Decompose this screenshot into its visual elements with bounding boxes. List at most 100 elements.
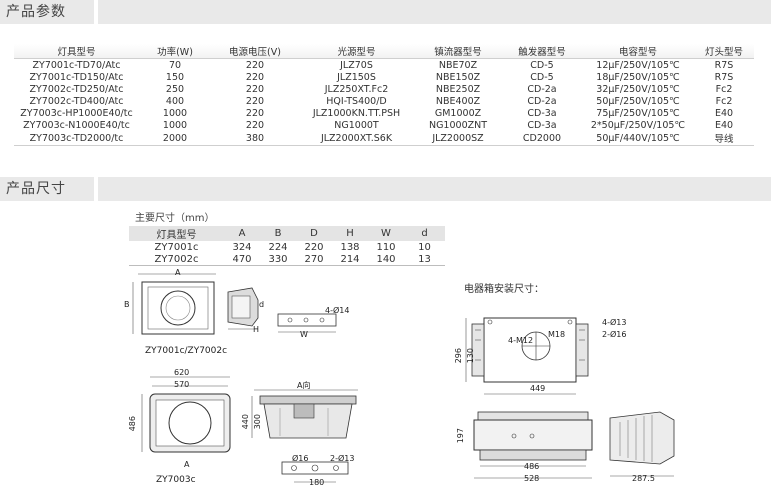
dims-col-header: 灯具型号 <box>129 226 224 241</box>
table-cell: CD2000 <box>502 131 582 146</box>
params-col-header: 光源型号 <box>299 44 414 59</box>
params-header-row: 灯具型号功率(W)电源电压(V)光源型号镇流器型号触发器型号电容型号灯头型号 <box>14 44 754 59</box>
table-cell: 32μF/250V/105℃ <box>596 83 680 95</box>
table-cell: 50μF/440V/105℃ <box>582 131 694 146</box>
table-cell: 导线 <box>694 131 754 146</box>
params-col-header: 电容型号 <box>582 44 694 59</box>
table-cell: CD-3a <box>527 119 557 131</box>
table-cell: 250 <box>165 83 185 95</box>
dim-label-d: d <box>259 300 265 309</box>
dim-label-b-side: B <box>124 300 130 309</box>
section-title-dims: 产品尺寸 <box>0 177 94 201</box>
table-cell: 220 <box>245 59 265 71</box>
params-col-header: 电源电压(V) <box>211 44 299 59</box>
section-bar-fill <box>98 0 771 24</box>
table-cell: JLZ2000SZ <box>414 131 502 146</box>
dims-title: 主要尺寸（mm） <box>135 213 215 224</box>
table-cell: 400 <box>165 95 185 107</box>
drawing-7001-front <box>132 273 216 335</box>
params-col-header: 功率(W) <box>139 44 211 59</box>
table-cell: CD-2a <box>527 95 557 107</box>
table-cell: E40 <box>714 107 734 119</box>
table-cell: 220 <box>245 83 265 95</box>
dims-col-header: d <box>404 226 445 241</box>
params-col-header: 灯头型号 <box>694 44 754 59</box>
table-cell: 13 <box>404 253 445 266</box>
table-cell: 1000 <box>162 107 188 119</box>
dim-label-570: 570 <box>174 380 190 389</box>
bolt-label-m18: M18 <box>548 330 566 339</box>
dim-label-w: W <box>300 330 308 339</box>
table-cell: Fc2 <box>715 83 733 95</box>
bolt-label-m12: 4-M12 <box>508 336 534 345</box>
box-install-title: 电器箱安装尺寸： <box>464 284 544 295</box>
drawing-7001-side <box>227 287 259 330</box>
table-cell: Fc2 <box>715 95 733 107</box>
params-col-header: 镇流器型号 <box>414 44 502 59</box>
table-cell: ZY7001c <box>154 241 199 253</box>
table-cell: GM1000Z <box>434 107 482 119</box>
dim-label-528: 528 <box>524 474 540 483</box>
table-cell: 270 <box>296 253 332 266</box>
table-cell: 220 <box>245 95 265 107</box>
hole-label-16b: Ø16 <box>292 454 309 463</box>
table-cell: ZY7001c-TD150/Atc <box>29 71 124 83</box>
table-cell: HQI-TS400/D <box>326 95 387 107</box>
dim-label-a-top: A <box>175 268 181 277</box>
drawing-7003-bracket <box>281 461 349 483</box>
table-cell: 138 <box>340 241 360 253</box>
table-cell: 110 <box>376 241 396 253</box>
table-cell: CD-5 <box>530 59 554 71</box>
table-cell: 50μF/250V/105℃ <box>596 95 680 107</box>
table-cell: 214 <box>332 253 368 266</box>
table-cell: NG1000ZNT <box>428 119 488 131</box>
dims-col-header: B <box>260 226 296 241</box>
dims-col-header: A <box>224 226 260 241</box>
table-cell: E40 <box>714 119 734 131</box>
dim-label-440: 440 <box>241 414 250 430</box>
dims-col-header: H <box>332 226 368 241</box>
dim-label-486: 486 <box>128 416 137 432</box>
dim-label-h: H <box>253 325 260 334</box>
table-cell: 220 <box>245 119 265 131</box>
table-cell: ZY7001c-TD70/Atc <box>32 59 121 71</box>
section-header-dims: 产品尺寸 <box>0 177 771 201</box>
drawing-7001-bracket <box>277 313 337 333</box>
dim-label-a-view-arrow: A <box>184 460 190 469</box>
dims-col-header: W <box>368 226 404 241</box>
dim-label-486b: 486 <box>524 462 540 471</box>
params-col-header: 触发器型号 <box>502 44 582 59</box>
drawing-box-front <box>473 411 593 479</box>
table-cell: 470 <box>224 253 260 266</box>
table-cell: CD-2a <box>527 83 557 95</box>
table-cell: R7S <box>714 59 734 71</box>
table-cell: ZY7002c <box>129 253 224 266</box>
section-title-params: 产品参数 <box>0 0 94 24</box>
section-header-params: 产品参数 <box>0 0 771 24</box>
table-cell: R7S <box>714 71 734 83</box>
table-cell: JLZ250XT.Fc2 <box>324 83 389 95</box>
dim-label-296: 296 <box>454 348 463 364</box>
table-cell: 140 <box>368 253 404 266</box>
table-cell: 380 <box>211 131 299 146</box>
dim-label-130: 130 <box>466 348 475 364</box>
params-col-header: 灯具型号 <box>14 44 139 59</box>
dim-label-449: 449 <box>530 384 546 393</box>
dim-label-197: 197 <box>456 428 465 444</box>
table-cell: 150 <box>165 71 185 83</box>
drawing-label-7003: ZY7003c <box>156 475 196 485</box>
table-cell: ZY7003c-N1000E40/tc <box>23 119 130 131</box>
table-cell: NBE250Z <box>435 83 481 95</box>
table-cell: NBE400Z <box>435 95 481 107</box>
section-bar-fill <box>98 177 771 201</box>
